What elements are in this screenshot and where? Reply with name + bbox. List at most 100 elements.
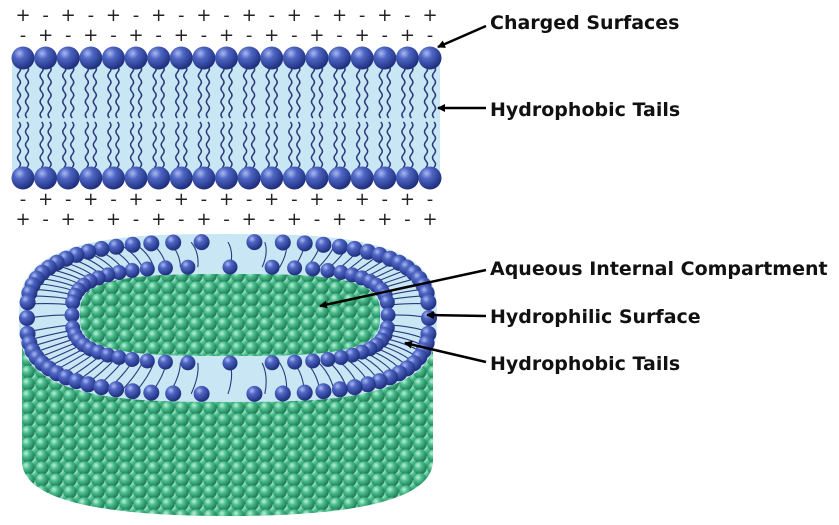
phospholipid-head <box>333 265 349 280</box>
lipid-tail <box>423 121 429 175</box>
phospholipid-head <box>305 166 329 190</box>
lipid-tail <box>261 241 267 268</box>
phospholipid-head <box>169 166 193 190</box>
phospholipid-head <box>124 236 141 253</box>
negative-charge: - <box>268 209 275 230</box>
arrow <box>404 340 487 364</box>
lipid-tail <box>92 65 98 119</box>
phospholipid-head <box>111 265 127 280</box>
phospholipid-head <box>320 352 336 367</box>
lipid-tail <box>250 121 256 175</box>
positive-charge: + <box>151 5 166 26</box>
positive-charge: + <box>151 209 166 230</box>
positive-charge: + <box>287 209 302 230</box>
negative-charge: - <box>65 189 72 210</box>
positive-charge: + <box>196 5 211 26</box>
phospholipid-head <box>222 355 238 371</box>
lipid-bilayer <box>11 46 442 190</box>
positive-charge: + <box>83 189 98 210</box>
positive-charge: + <box>196 209 211 230</box>
lipid-tail <box>386 121 392 175</box>
phospholipid-head <box>193 234 210 251</box>
lipid-tail <box>183 121 188 175</box>
negative-charge: - <box>223 5 230 26</box>
positive-charge: + <box>332 5 347 26</box>
negative-charge: - <box>201 25 208 46</box>
phospholipid-head <box>274 385 291 402</box>
label-hydrophobic-tails-liposome: Hydrophobic Tails <box>404 340 680 375</box>
lipid-tail <box>363 65 369 119</box>
positive-charge: + <box>400 189 415 210</box>
phospholipid-head <box>373 166 397 190</box>
phospholipid-head <box>333 350 349 365</box>
phospholipid-head <box>421 310 437 326</box>
positive-charge: + <box>106 5 121 26</box>
lipid-tail <box>160 65 165 119</box>
lipid-tail <box>355 65 361 119</box>
negative-charge: - <box>42 209 49 230</box>
negative-charge: - <box>110 189 117 210</box>
lipid-tail <box>296 65 301 119</box>
lipid-tail <box>431 65 437 119</box>
lipid-tail <box>107 65 112 119</box>
phospholipid-head <box>180 355 196 371</box>
phospholipid-head <box>320 263 336 278</box>
phospholipid-head <box>93 379 110 396</box>
liposome-heads <box>19 234 437 402</box>
negative-charge: - <box>246 189 253 210</box>
positive-charge: + <box>174 189 189 210</box>
phospholipid-head <box>282 166 306 190</box>
phospholipid-head <box>344 347 360 363</box>
phospholipid-head <box>331 381 348 398</box>
lipid-tail <box>333 121 338 175</box>
phospholipid-head <box>139 353 155 369</box>
phospholipid-head <box>260 46 284 70</box>
phospholipid-head <box>56 46 80 70</box>
negative-charge: - <box>314 209 321 230</box>
phospholipid-head <box>147 166 171 190</box>
lipid-tail <box>137 65 143 119</box>
lipid-tail <box>152 65 157 119</box>
phospholipid-head <box>296 384 313 401</box>
phospholipid-head <box>19 294 36 311</box>
lipid-tail <box>107 121 112 175</box>
label-hydrophilic-surface: Hydrophilic Surface <box>426 306 701 328</box>
phospholipid-head <box>315 236 332 253</box>
negative-charge: - <box>359 209 366 230</box>
positive-charge: + <box>129 25 144 46</box>
positive-charge: + <box>422 209 437 230</box>
phospholipid-head <box>124 46 148 70</box>
negative-charge: - <box>65 25 72 46</box>
positive-charge: + <box>287 5 302 26</box>
negative-charge: - <box>20 189 27 210</box>
bilayer-tails <box>16 65 437 175</box>
lipid-tail <box>378 65 384 119</box>
phospholipid-head <box>379 294 395 310</box>
lipid-tail <box>115 121 120 175</box>
negative-charge: - <box>178 209 185 230</box>
positive-charge: + <box>15 209 30 230</box>
phospholipid-head <box>418 46 442 70</box>
phospholipid-head <box>165 234 182 251</box>
arrow <box>319 268 487 309</box>
phospholipid-head <box>350 166 374 190</box>
lipid-tail <box>175 121 180 175</box>
phospholipid-head <box>143 384 160 401</box>
negative-charge: - <box>155 25 162 46</box>
positive-charge: + <box>242 209 257 230</box>
negative-charge: - <box>382 189 389 210</box>
negative-charge: - <box>427 189 434 210</box>
positive-charge: + <box>61 5 76 26</box>
positive-charge: + <box>332 209 347 230</box>
negative-charge: - <box>110 25 117 46</box>
phospholipid-head <box>264 355 280 371</box>
lipid-tail <box>296 121 301 175</box>
lipid-tail <box>69 65 75 119</box>
negative-charge: - <box>201 189 208 210</box>
lipid-tail <box>39 121 44 175</box>
phospholipid-head <box>359 376 376 393</box>
lipid-tail <box>363 121 369 175</box>
positive-charge: + <box>106 209 121 230</box>
phospholipid-head <box>287 354 303 370</box>
